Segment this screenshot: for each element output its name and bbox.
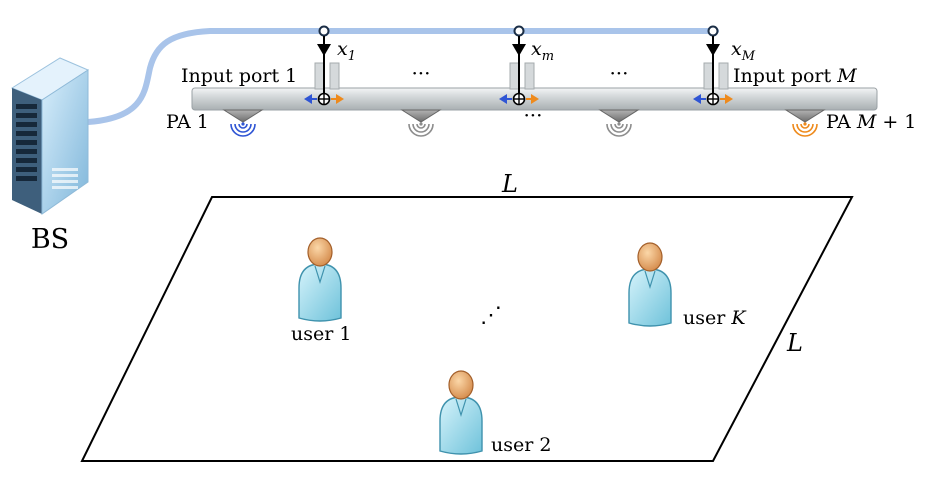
user-2-label: user 2 bbox=[491, 434, 551, 456]
down-arrow-icon bbox=[317, 44, 331, 56]
right-arrow-icon bbox=[725, 94, 733, 104]
emission-arc bbox=[610, 123, 628, 133]
person-collar bbox=[455, 398, 467, 418]
pa-last-label: PA M + 1 bbox=[826, 111, 916, 133]
triangle-emitter-icon bbox=[598, 109, 640, 123]
ports-ellipsis-b: ··· bbox=[609, 61, 628, 85]
input-label-1: x1 bbox=[337, 38, 356, 64]
emission-arc bbox=[606, 123, 632, 137]
server-rack-icon bbox=[10, 57, 90, 215]
person-icon bbox=[628, 242, 672, 327]
person-body bbox=[298, 263, 342, 322]
person-icon bbox=[439, 370, 483, 455]
emission-arc bbox=[238, 123, 248, 129]
input-port-1-label: Input port 1 bbox=[181, 65, 297, 87]
triangle-emitter-icon bbox=[784, 109, 826, 123]
area-side-top-label: L bbox=[501, 170, 518, 198]
service-area bbox=[80, 196, 854, 462]
emission-arc bbox=[412, 123, 430, 133]
ports-ellipsis-a: ··· bbox=[411, 61, 430, 85]
down-arrow-icon bbox=[512, 44, 526, 56]
person-body bbox=[439, 396, 483, 455]
triangle-emitter-icon bbox=[222, 109, 264, 123]
input-port-stubs bbox=[314, 62, 729, 90]
person-head bbox=[307, 237, 333, 267]
person-collar bbox=[314, 265, 326, 285]
input-label-M: xM bbox=[731, 38, 756, 64]
input-port-M-label: Input port M bbox=[733, 65, 857, 87]
emission-arc bbox=[800, 123, 810, 129]
emission-arc bbox=[234, 123, 252, 133]
bs-label: BS bbox=[31, 224, 69, 255]
person-collar bbox=[644, 270, 656, 290]
emitter-dot bbox=[419, 122, 423, 126]
emission-arc bbox=[230, 123, 256, 137]
emission-arc bbox=[792, 123, 818, 137]
feed-line bbox=[85, 28, 719, 125]
feed-node bbox=[318, 25, 330, 37]
input-tap-2 bbox=[499, 25, 539, 106]
right-arrow-icon bbox=[336, 94, 344, 104]
emission-arc bbox=[408, 123, 434, 137]
users-ellipsis: ⋰ bbox=[480, 303, 502, 328]
emitter-dot bbox=[617, 122, 621, 126]
input-tap-3 bbox=[693, 25, 733, 106]
person-body bbox=[628, 268, 672, 327]
pa-ellipsis: ··· bbox=[523, 103, 542, 127]
emission-arc bbox=[614, 123, 624, 129]
triangle-emitter-icon bbox=[400, 109, 442, 123]
person-head bbox=[637, 242, 663, 272]
emitter-dot bbox=[803, 122, 807, 126]
emitter-dot bbox=[241, 122, 245, 126]
left-arrow-icon bbox=[304, 94, 312, 104]
pinching-antenna-4 bbox=[784, 109, 826, 137]
feed-node bbox=[513, 25, 525, 37]
feed-node bbox=[707, 25, 719, 37]
emission-arc bbox=[416, 123, 426, 129]
input-tap-1 bbox=[304, 25, 344, 106]
user-K-label: user K bbox=[683, 307, 747, 329]
user-1-label: user 1 bbox=[291, 323, 351, 345]
area-side-right-label: L bbox=[786, 329, 803, 357]
pinching-antenna-3 bbox=[598, 109, 640, 137]
pa-1-label: PA 1 bbox=[166, 111, 209, 133]
person-head bbox=[448, 370, 474, 400]
person-icon bbox=[298, 237, 342, 322]
emission-arc bbox=[796, 123, 814, 133]
down-arrow-icon bbox=[706, 44, 720, 56]
left-arrow-icon bbox=[499, 94, 507, 104]
left-arrow-icon bbox=[693, 94, 701, 104]
pinching-antenna-1 bbox=[222, 109, 264, 137]
pinching-antenna-2 bbox=[400, 109, 442, 137]
input-label-m: xm bbox=[531, 38, 554, 64]
right-arrow-icon bbox=[531, 94, 539, 104]
